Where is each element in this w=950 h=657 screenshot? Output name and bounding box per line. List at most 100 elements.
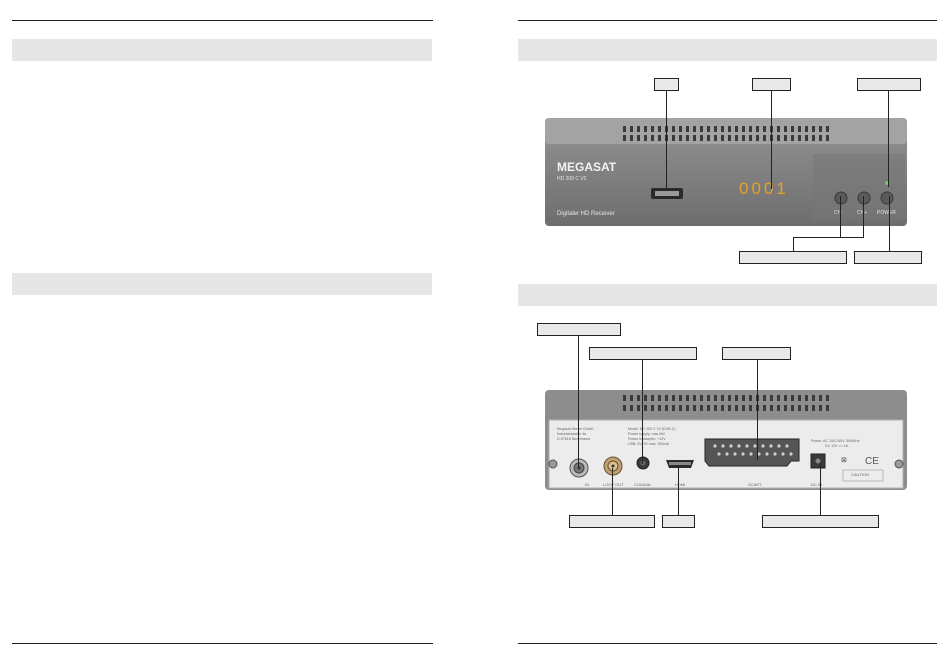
scart-pin [725, 452, 728, 455]
vent-slot [819, 126, 822, 132]
scart-pin [717, 452, 720, 455]
vent-slot [777, 126, 780, 132]
vent-slot [735, 126, 738, 132]
vent-slot [777, 135, 780, 141]
vent-slot [749, 135, 752, 141]
scart-pin [765, 452, 768, 455]
vent-slot [791, 405, 794, 411]
vent-slot [686, 395, 689, 401]
vent-slot [791, 395, 794, 401]
rear-info-mid-2: Power supply: max 8W [628, 432, 665, 436]
vent-slot [735, 135, 738, 141]
vent-slot [693, 395, 696, 401]
vent-slot [805, 126, 808, 132]
vent-slot [784, 395, 787, 401]
leader-rf-in [578, 336, 579, 467]
model-label: HD 200 C V2 [557, 176, 587, 182]
scart-pin [749, 452, 752, 455]
vent-slot [763, 135, 766, 141]
section-header-right-1 [518, 39, 937, 61]
scart-pin [713, 444, 716, 447]
vent-slot [770, 405, 773, 411]
coaxial-connector [637, 457, 649, 469]
rear-info-mid-4: USB: 5V, 5V max. 500mA [628, 442, 670, 446]
port-label-scart: SCART [748, 482, 762, 487]
vent-slot [665, 405, 668, 411]
callout-scart [722, 347, 791, 360]
top-rule-left [12, 20, 433, 21]
scart-pin [729, 444, 732, 447]
vent-slot [630, 395, 633, 401]
vent-slot [812, 126, 815, 132]
scart-pin [761, 444, 764, 447]
vent-slot [826, 395, 829, 401]
vent-slot [728, 395, 731, 401]
dc-in-connector [811, 454, 825, 468]
vent-slot [644, 135, 647, 141]
port-label-in: IN [585, 482, 589, 487]
vent-slot [721, 395, 724, 401]
vent-slot [693, 126, 696, 132]
top-rule-right [518, 20, 937, 21]
vent-slot [707, 405, 710, 411]
port-label-hdmi: HDMI [675, 482, 685, 487]
hdmi-connector [666, 460, 694, 468]
vent-slot [714, 126, 717, 132]
vent-slot [763, 126, 766, 132]
vent-slot [763, 395, 766, 401]
power-label: POWER [877, 210, 896, 216]
scart-pin [781, 452, 784, 455]
vent-slot [742, 126, 745, 132]
leader-ch-down [840, 196, 841, 238]
leader-display [771, 91, 772, 189]
callout-coaxial [589, 347, 697, 360]
vent-slot [637, 126, 640, 132]
vent-slot [777, 395, 780, 401]
rear-info-left-2: Industriestraße 4a [557, 432, 586, 436]
vent-slot [784, 405, 787, 411]
vent-slot [658, 126, 661, 132]
vent-slot [665, 395, 668, 401]
vent-slot [630, 126, 633, 132]
vent-slot [623, 126, 626, 132]
ch-up-button[interactable] [858, 192, 870, 204]
vent-slot [742, 135, 745, 141]
vent-slot [819, 135, 822, 141]
vent-slot [623, 405, 626, 411]
port-label-coaxial: COAXIAL [634, 482, 652, 487]
vent-slot [714, 395, 717, 401]
vent-slot [714, 135, 717, 141]
scart-pin [741, 452, 744, 455]
leader-coaxial [642, 360, 643, 464]
vent-slot [735, 395, 738, 401]
vent-slot [637, 395, 640, 401]
vent-slot [798, 126, 801, 132]
vent-slot [721, 126, 724, 132]
power-button[interactable] [881, 192, 893, 204]
vent-slot [805, 135, 808, 141]
ch-down-button[interactable] [835, 192, 847, 204]
vent-slot [679, 135, 682, 141]
vent-slot [637, 405, 640, 411]
callout-usb [654, 78, 679, 91]
front-panel-figure: MEGASAT HD 200 C V2 Digitaler HD Receive… [545, 118, 907, 226]
scart-pin [789, 452, 792, 455]
section-header-left-2 [12, 273, 432, 295]
rear-info-mid-1: Model: HD 200 C V2 (DVB-C) [628, 427, 676, 431]
rear-info-left-3: D-97618 Niederlauer [557, 437, 591, 441]
vent-slot [623, 135, 626, 141]
vent-slot [777, 405, 780, 411]
vent-slot [637, 135, 640, 141]
vent-slot [791, 135, 794, 141]
leader-loop-out [612, 468, 613, 515]
vent-slot [728, 405, 731, 411]
vent-slot [630, 135, 633, 141]
vent-slot [812, 395, 815, 401]
vent-slot [784, 126, 787, 132]
vent-slot [791, 126, 794, 132]
vent-slot [756, 126, 759, 132]
vent-slot [686, 135, 689, 141]
vent-slot [700, 405, 703, 411]
callout-rf-in [537, 323, 621, 336]
scart-pin [777, 444, 780, 447]
